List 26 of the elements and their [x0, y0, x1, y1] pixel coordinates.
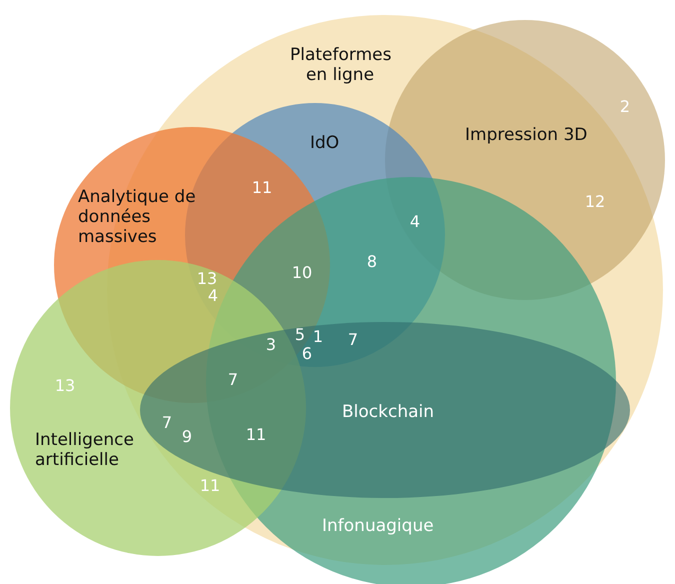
- count-label: 3: [266, 336, 276, 354]
- set-label: Infonuagique: [322, 516, 435, 536]
- count-label: 12: [584, 193, 606, 211]
- count-label: 4: [208, 287, 218, 305]
- set-label: Analytique de données massives: [78, 187, 197, 247]
- set-label: Blockchain: [342, 402, 436, 422]
- count-label: 6: [302, 345, 312, 363]
- count-label: 8: [366, 253, 378, 271]
- count-label: 10: [292, 264, 312, 282]
- count-label: 4: [410, 213, 420, 231]
- count-label: 2: [620, 98, 630, 116]
- set-label: Intelligence artificielle: [35, 430, 135, 470]
- count-label: 11: [252, 179, 272, 197]
- count-label: 7: [348, 331, 358, 349]
- set-label: IdO: [310, 133, 340, 153]
- set-label: Plateformes en ligne: [290, 45, 390, 85]
- count-label: 9: [182, 428, 192, 446]
- count-label: 11: [200, 477, 220, 495]
- count-label: 13: [54, 377, 76, 395]
- set-label: Impression 3D: [465, 125, 588, 145]
- count-label: 7: [162, 414, 172, 432]
- count-label: 11: [246, 426, 266, 444]
- count-label: 1: [312, 328, 324, 346]
- count-label: 7: [228, 371, 238, 389]
- count-label: 5: [294, 326, 306, 344]
- count-label: 13: [196, 270, 218, 288]
